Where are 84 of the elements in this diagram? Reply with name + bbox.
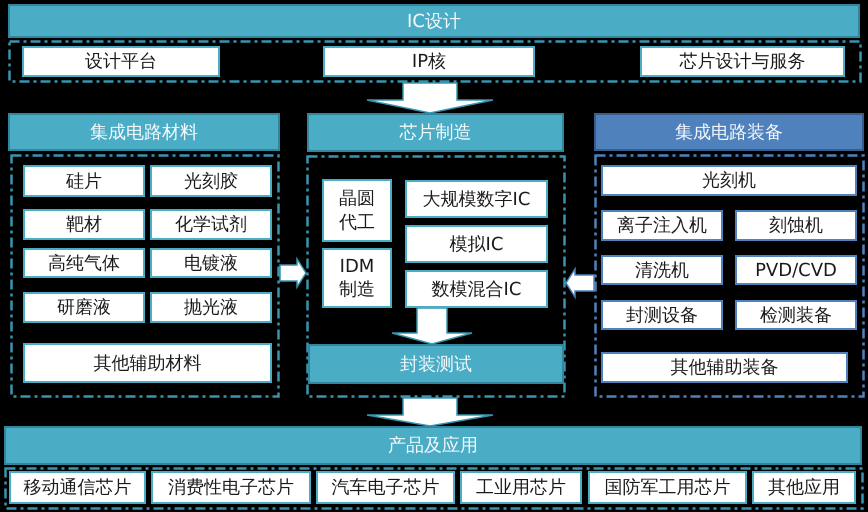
block-arrow (279, 256, 307, 290)
item-card (150, 248, 272, 278)
item-card (322, 248, 392, 308)
item-card (601, 300, 723, 330)
item-label: 电镀液 (184, 252, 238, 276)
item-card (640, 46, 845, 77)
item-label: 其他辅助材料 (94, 352, 202, 376)
item-label: 汽车电子芯片 (332, 476, 440, 500)
item-card (150, 165, 272, 197)
section-header-bar (8, 113, 280, 151)
section-header-bar (594, 113, 864, 151)
block-arrow (391, 307, 473, 345)
section-title: 集成电路材料 (90, 120, 198, 144)
block-arrow (366, 397, 494, 427)
item-label: 大规模数字IC (422, 188, 530, 212)
item-label: 设计平台 (85, 50, 157, 74)
section-title: IC设计 (407, 10, 461, 34)
dashed-group-frame (10, 154, 280, 398)
item-label: IDM制造 (338, 254, 376, 302)
section-title: 集成电路装备 (675, 120, 783, 144)
item-card (601, 210, 723, 241)
section-title: 芯片制造 (400, 121, 472, 145)
item-card (735, 210, 857, 241)
dashed-group-frame (306, 155, 566, 398)
item-card (752, 471, 856, 504)
item-label: 移动通信芯片 (24, 476, 132, 500)
item-card (23, 248, 145, 278)
item-label: 晶圆代工 (338, 187, 376, 234)
item-label: 高纯气体 (48, 252, 120, 276)
item-card (23, 165, 145, 197)
item-card (9, 471, 146, 504)
item-card (405, 225, 548, 263)
section-header-bar (8, 4, 860, 38)
item-card (588, 471, 747, 504)
dashed-group-frame (4, 467, 864, 510)
item-label: 国防军工用芯片 (604, 476, 730, 500)
item-label: 芯片设计与服务 (680, 50, 806, 74)
section-header-bar (308, 344, 564, 384)
item-card (316, 471, 455, 504)
item-label: 硅片 (66, 170, 102, 194)
block-arrow (366, 82, 494, 114)
item-card (150, 209, 272, 240)
item-label: 光刻机 (702, 169, 756, 193)
item-label: 清洗机 (635, 258, 689, 282)
item-card (735, 255, 857, 285)
item-label: 模拟IC (450, 232, 504, 256)
block-arrow (565, 266, 595, 300)
item-label: 研磨液 (57, 296, 111, 320)
item-card (735, 300, 857, 330)
item-label: 刻蚀机 (769, 214, 823, 238)
section-title: 产品及应用 (388, 434, 478, 458)
item-card (601, 352, 848, 383)
item-card (460, 471, 582, 504)
item-label: IP核 (412, 50, 446, 74)
item-card (23, 292, 145, 323)
item-label: 工业用芯片 (476, 476, 566, 500)
item-card (23, 209, 145, 240)
dashed-group-frame (594, 154, 865, 398)
item-card (322, 179, 392, 242)
item-label: 消费性电子芯片 (168, 476, 294, 500)
item-card (601, 165, 857, 196)
item-card (405, 180, 548, 218)
item-label: 封测设备 (626, 304, 698, 328)
section-header-bar (307, 113, 564, 152)
section-title: 封装测试 (400, 352, 472, 376)
item-label: 靶材 (66, 213, 102, 237)
item-label: 检测装备 (760, 304, 832, 328)
item-label: 数模混合IC (432, 278, 522, 302)
item-card (601, 255, 723, 285)
item-label: 其他辅助装备 (670, 356, 778, 380)
item-label: 光刻胶 (184, 170, 238, 194)
item-card (151, 471, 311, 504)
item-card (23, 343, 272, 383)
dashed-group-frame (8, 40, 862, 83)
item-card (405, 270, 548, 308)
section-header-bar (4, 426, 862, 465)
item-label: 离子注入机 (617, 214, 707, 238)
item-label: PVD/CVD (755, 258, 837, 282)
item-label: 抛光液 (184, 296, 238, 320)
item-label: 其他应用 (768, 476, 840, 500)
item-card (323, 46, 535, 77)
item-card (150, 292, 272, 323)
item-label: 化学试剂 (175, 213, 247, 237)
item-card (22, 46, 220, 77)
